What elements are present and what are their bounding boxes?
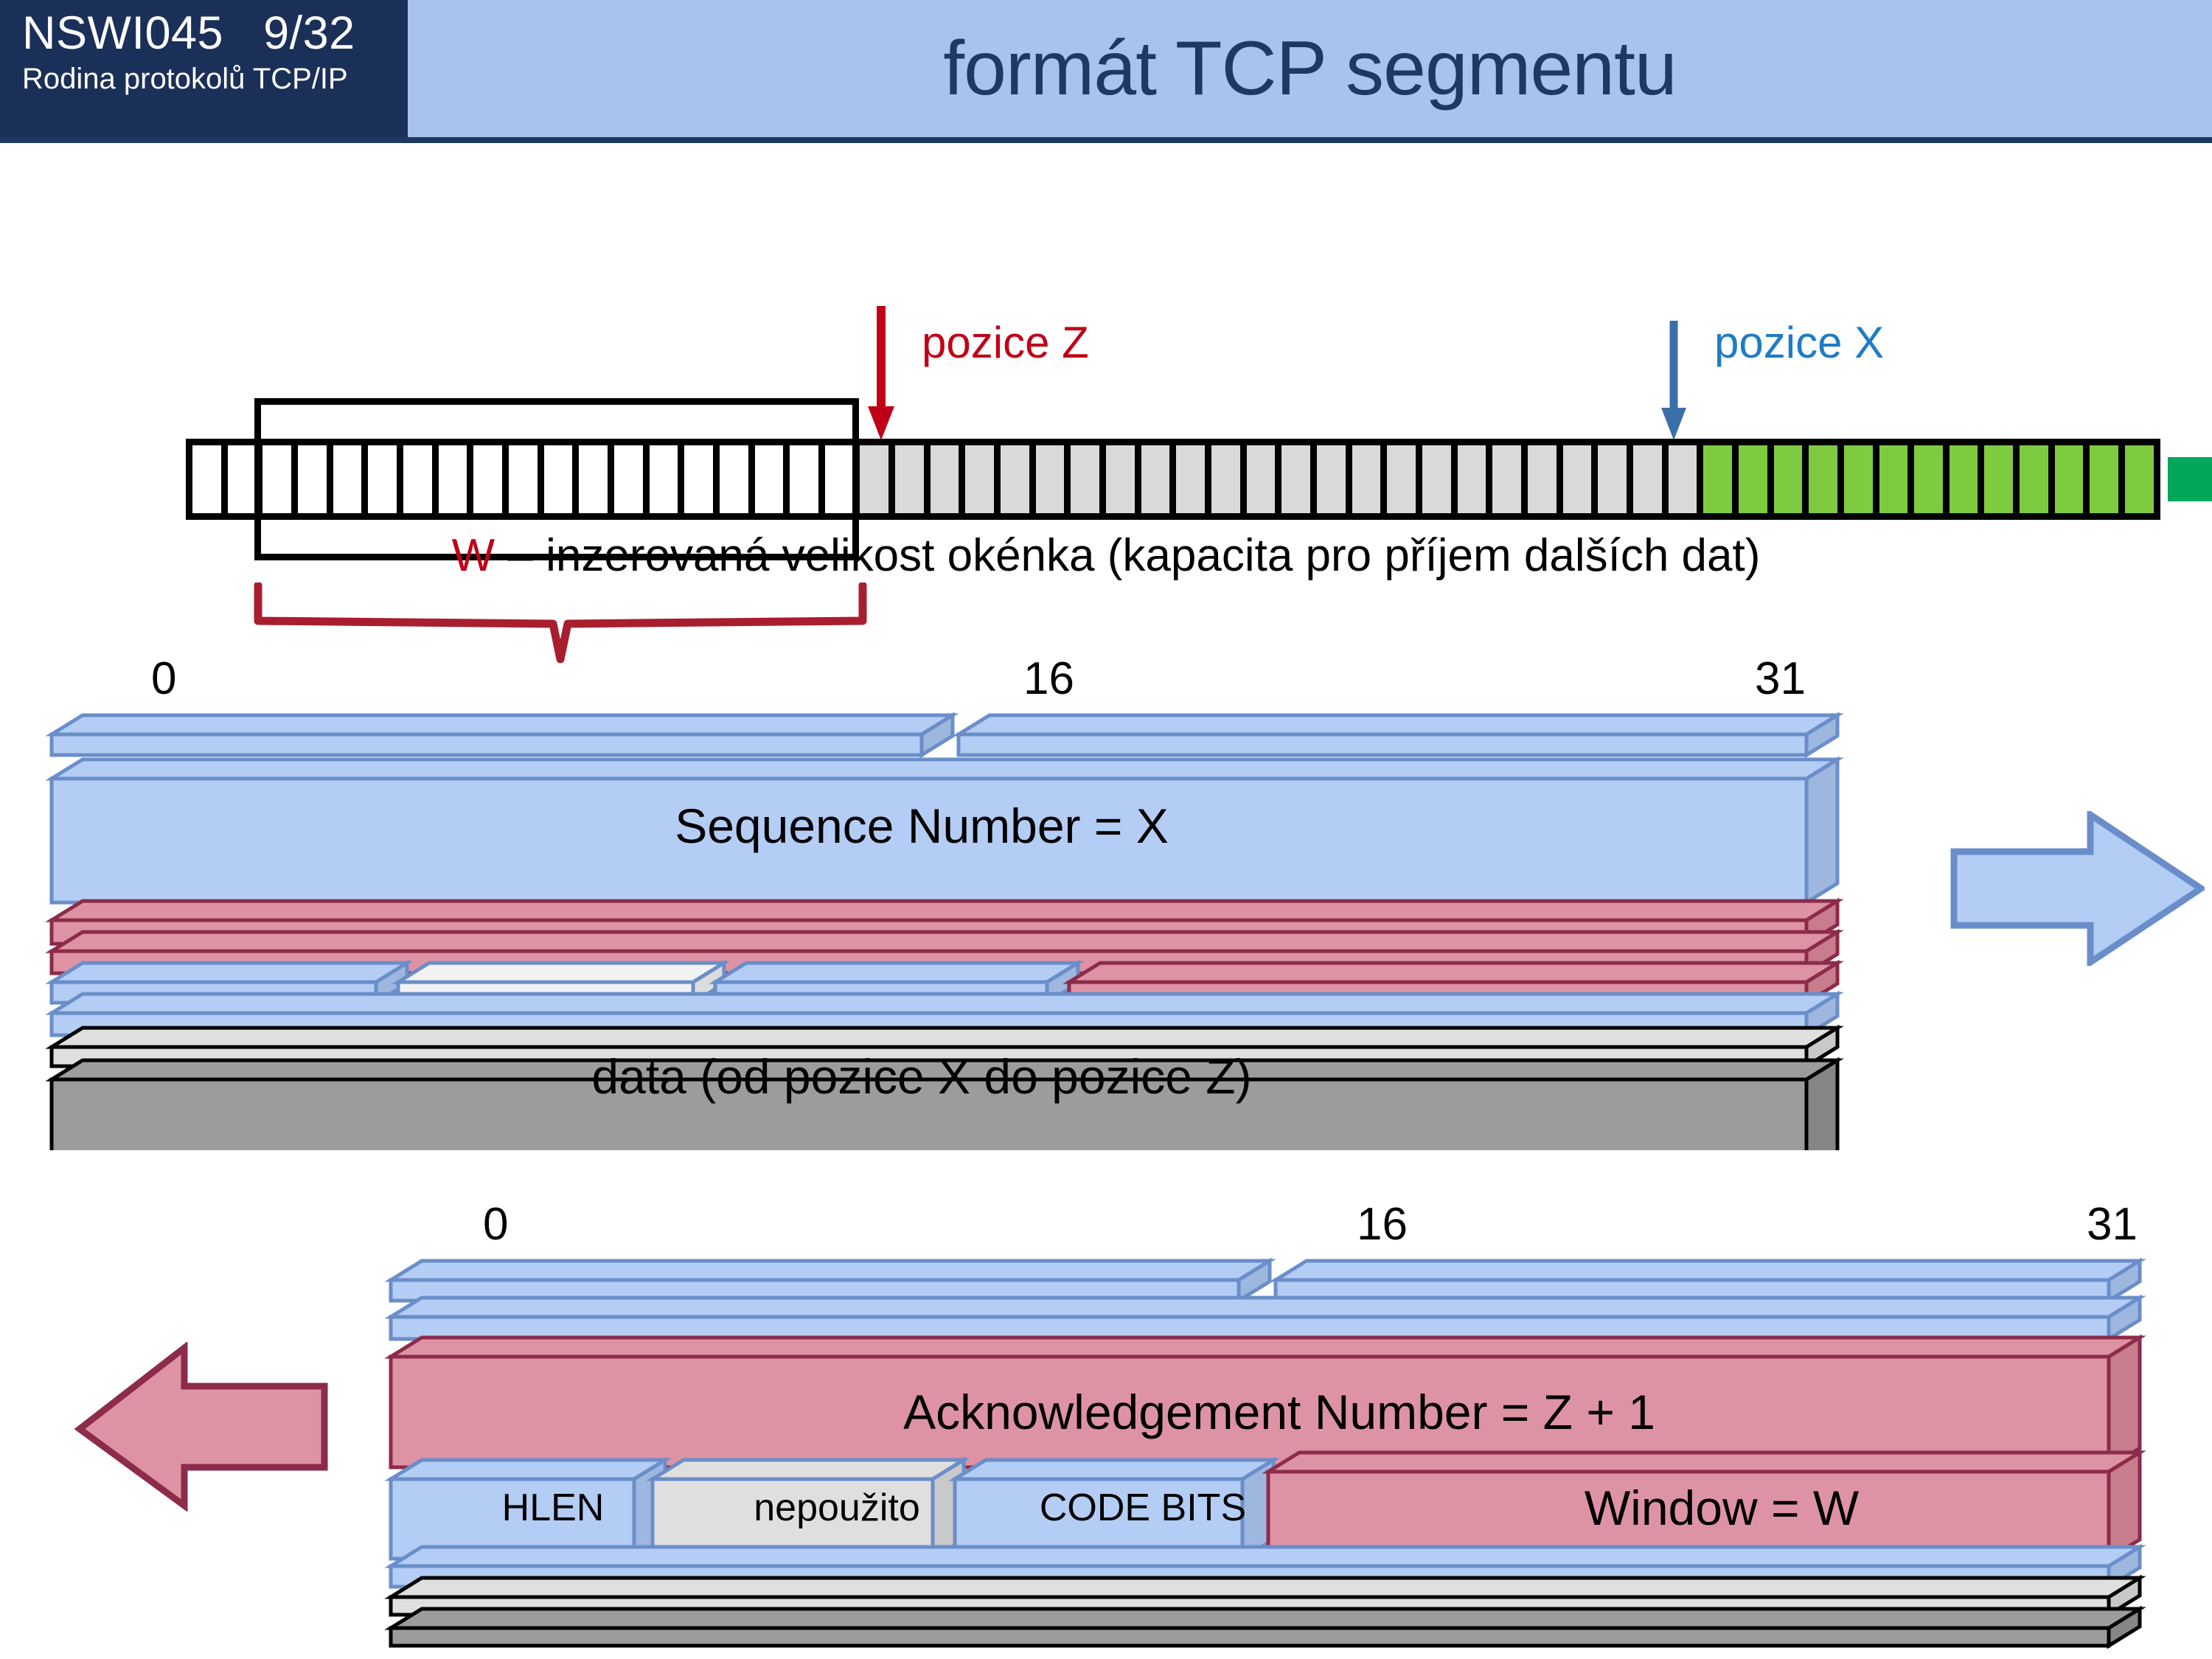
slab-sequence-number [384,1294,2146,1343]
in-scale-16: 16 [1357,1199,1408,1250]
stream-cell-sent [473,445,509,513]
field-source-port [384,1257,1276,1304]
pozice-z-arrow-icon [868,306,894,440]
stream-cell-sent [333,445,369,513]
slab-code-bits [948,1456,1280,1562]
stream-cell-inflight [1632,445,1669,513]
course-badge: NSWI045 9/32 Rodina protokolů TCP/IP [0,0,408,137]
stream-cell-inflight [930,445,966,513]
pozice-x-label: pozice X [1714,318,1885,367]
stream-cell-inflight [965,445,1001,513]
out-scale-16: 16 [1023,653,1074,704]
stream-cell-inflight [1317,445,1352,513]
outgoing-direction-arrow-icon [1950,811,2205,966]
stream-cell-inflight [1527,445,1563,513]
slab-data [45,1057,1844,1150]
page-title: formát TCP segmentu [943,25,1677,111]
byte-stream-diagram: pozice Z pozice X [0,140,2212,664]
window-caption-rest: – inzerovaná velikost okénka (kapacita p… [495,530,1761,581]
byte-stream-strip [186,439,2160,520]
field-source-port [45,712,959,759]
stream-cell-inflight [1246,445,1282,513]
stream-cell-sent [684,445,720,513]
stream-cell-free [1914,445,1950,513]
stream-cell-free [2054,445,2090,513]
header-rule [0,137,2212,143]
in-scale-0: 0 [483,1199,509,1250]
in-scale-31: 31 [2087,1199,2138,1250]
stream-cell-inflight [1422,445,1458,513]
stream-cell-inflight [1176,445,1212,513]
stream-cell-free [1809,445,1844,513]
stream-cell-sent [649,445,685,513]
stream-cell-sent [508,445,544,513]
slab-sequence-number [45,756,1844,906]
stream-cell-inflight [1387,445,1422,513]
stream-cell-inflight [1352,445,1388,513]
stream-cell-inflight [1281,445,1317,513]
stream-cell-free [1773,445,1809,513]
stream-cell-sent [543,445,580,513]
stream-cell-inflight [1562,445,1599,513]
out-scale-0: 0 [151,653,177,704]
stream-cell-inflight [1001,445,1036,513]
incoming-segment-stack [384,1257,2146,1649]
stream-cell-sent [368,445,403,513]
outgoing-segment-stack [45,712,1844,1150]
field-dest-port [1269,1257,2146,1304]
slab-hlen [384,1456,672,1562]
stream-cell-free [2020,445,2055,513]
stream-cell-sent [719,445,755,513]
stream-cell-inflight [1035,445,1071,513]
slab-data [384,1605,2146,1649]
stream-cell-inflight [895,445,931,513]
advertised-window-box [254,398,859,560]
stream-cell-free [1738,445,1774,513]
course-code-and-page: NSWI045 9/32 [22,7,355,59]
stream-cell-sent [754,445,790,513]
window-caption: W – inzerovaná velikost okénka (kapacita… [0,529,2212,582]
out-scale-31: 31 [1755,653,1806,704]
stream-cell-inflight [1457,445,1493,513]
stream-cell-sent [790,445,825,513]
slab-unused [646,1456,970,1562]
stream-cell-sent [297,445,333,513]
pozice-x-arrow-icon [1661,321,1686,440]
field-dest-port [952,712,1844,759]
stream-cell-free [2090,445,2126,513]
stream-cell-inflight [1598,445,1633,513]
stream-cell-free [1703,445,1739,513]
course-subtitle: Rodina protokolů TCP/IP [22,63,348,95]
stream-cell-free [1949,445,1985,513]
stream-cell-inflight [1492,445,1528,513]
window-brace [254,582,867,664]
incoming-direction-arrow-icon [74,1342,328,1512]
stream-cell-free [1879,445,1915,513]
stream-cell-inflight [1141,445,1177,513]
stream-cell-sent [579,445,614,513]
stream-cell-sent [613,445,650,513]
pozice-z-label: pozice Z [922,318,1089,367]
stream-cell-free [1843,445,1879,513]
slab-window [1262,1449,2146,1562]
stream-cell-free [1984,445,2020,513]
stream-cell-inflight [1071,445,1107,513]
stream-cell-sent [262,445,298,513]
stream-cell-sent [438,445,474,513]
stream-cell-inflight [1668,445,1704,513]
stream-continues-arrow-icon [2168,457,2212,501]
stream-cell-sent [192,445,228,513]
slab-ack-number [384,1334,2146,1471]
window-caption-w: W [451,530,495,581]
stream-cell-inflight [860,445,896,513]
stream-cell-inflight [1106,445,1141,513]
stream-cell-inflight [1211,445,1247,513]
stream-cell-sent [403,445,439,513]
stream-cell-free [2125,445,2154,513]
